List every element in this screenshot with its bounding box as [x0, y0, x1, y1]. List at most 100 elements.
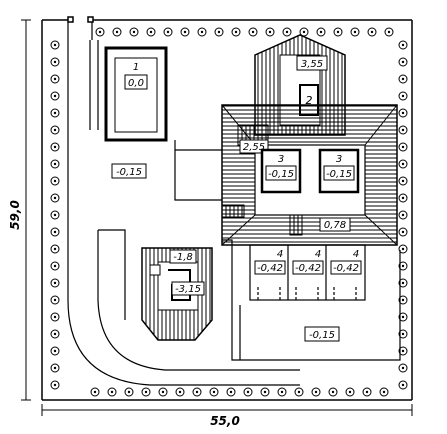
tree-trunk-dot [401, 179, 405, 183]
garage-1-number: 4 [277, 249, 283, 260]
tree-trunk-dot [314, 390, 318, 394]
building-3-right: 3 -0,15 [318, 148, 360, 194]
tree-trunk-dot [212, 390, 216, 394]
tree-trunk-dot [195, 390, 199, 394]
building-3-right-number: 3 [336, 154, 342, 165]
courtyard-right-level: -0,15 [309, 330, 335, 341]
garage-2-number: 4 [315, 249, 321, 260]
tree-trunk-dot [53, 196, 57, 200]
tree-trunk-dot [53, 111, 57, 115]
tree-trunk-dot [53, 332, 57, 336]
tree-trunk-dot [132, 30, 136, 34]
tree-trunk-dot [285, 30, 289, 34]
building-1: 1 0,0 [104, 46, 168, 142]
tree-trunk-dot [53, 264, 57, 268]
tree-row [50, 27, 408, 397]
tree-trunk-dot [268, 30, 272, 34]
tree-trunk-dot [401, 383, 405, 387]
tree-trunk-dot [53, 128, 57, 132]
tree-trunk-dot [53, 349, 57, 353]
tree-trunk-dot [251, 30, 255, 34]
building-3-right-level: -0,15 [326, 169, 352, 180]
building-1-number: 1 [133, 62, 139, 73]
tree-trunk-dot [263, 390, 267, 394]
tree-trunk-dot [53, 366, 57, 370]
tree-trunk-dot [348, 390, 352, 394]
tree-trunk-dot [53, 230, 57, 234]
main-block [221, 104, 398, 246]
tree-trunk-dot [53, 298, 57, 302]
building-2-roof-level: 3,55 [301, 59, 323, 70]
tree-trunk-dot [319, 30, 323, 34]
tree-trunk-dot [53, 60, 57, 64]
pit-bottom-level: -3,15 [175, 284, 201, 295]
tree-trunk-dot [53, 162, 57, 166]
pit-top-level: -1,8 [173, 252, 193, 263]
tree-trunk-dot [401, 60, 405, 64]
tree-trunk-dot [115, 30, 119, 34]
tree-trunk-dot [302, 30, 306, 34]
tree-trunk-dot [144, 390, 148, 394]
tree-trunk-dot [217, 30, 221, 34]
tree-trunk-dot [401, 247, 405, 251]
tree-trunk-dot [353, 30, 357, 34]
dimension-height-label: 59,0 [8, 200, 22, 230]
site-boundary [41, 16, 413, 401]
tree-trunk-dot [401, 264, 405, 268]
tree-trunk-dot [53, 247, 57, 251]
dimension-lines [21, 19, 413, 416]
building-3-left-number: 3 [278, 154, 284, 165]
tree-trunk-dot [166, 30, 170, 34]
tree-trunk-dot [401, 94, 405, 98]
building-3-left-level: -0,15 [268, 169, 294, 180]
tree-trunk-dot [401, 111, 405, 115]
garage-2-level: -0,42 [295, 263, 321, 274]
tree-trunk-dot [229, 390, 233, 394]
tree-trunk-dot [401, 281, 405, 285]
building-2-number: 2 [306, 94, 313, 107]
tree-trunk-dot [401, 349, 405, 353]
tree-trunk-dot [401, 366, 405, 370]
tree-trunk-dot [53, 94, 57, 98]
tree-trunk-dot [336, 30, 340, 34]
tree-trunk-dot [401, 77, 405, 81]
tree-trunk-dot [53, 43, 57, 47]
tree-trunk-dot [401, 315, 405, 319]
tree-trunk-dot [149, 30, 153, 34]
tree-trunk-dot [234, 30, 238, 34]
tree-trunk-dot [53, 179, 57, 183]
garage-3-number: 4 [353, 249, 359, 260]
tree-trunk-dot [331, 390, 335, 394]
tree-trunk-dot [401, 128, 405, 132]
tree-trunk-dot [382, 390, 386, 394]
step-level: 0,78 [324, 220, 346, 231]
driveway [67, 22, 300, 386]
tree-trunk-dot [401, 332, 405, 336]
tree-trunk-dot [401, 298, 405, 302]
tree-trunk-dot [93, 390, 97, 394]
tree-trunk-dot [178, 390, 182, 394]
tree-trunk-dot [401, 213, 405, 217]
tree-trunk-dot [200, 30, 204, 34]
tree-trunk-dot [370, 30, 374, 34]
dimension-width-label: 55,0 [210, 414, 240, 428]
tree-trunk-dot [53, 281, 57, 285]
tree-trunk-dot [365, 390, 369, 394]
tree-trunk-dot [387, 30, 391, 34]
tree-trunk-dot [53, 213, 57, 217]
building-3-left: 3 -0,15 [260, 148, 302, 194]
tree-trunk-dot [53, 383, 57, 387]
tree-trunk-dot [110, 390, 114, 394]
tree-trunk-dot [53, 145, 57, 149]
tree-trunk-dot [401, 230, 405, 234]
terrace-level: 2,55 [243, 142, 265, 153]
tree-trunk-dot [246, 390, 250, 394]
building-1-level: 0,0 [128, 78, 144, 89]
tree-trunk-dot [401, 162, 405, 166]
courtyard-left-level: -0,15 [116, 167, 142, 178]
garages [249, 244, 366, 301]
garage-1-level: -0,42 [257, 263, 283, 274]
garage-3-level: -0,42 [333, 263, 359, 274]
tree-trunk-dot [127, 390, 131, 394]
